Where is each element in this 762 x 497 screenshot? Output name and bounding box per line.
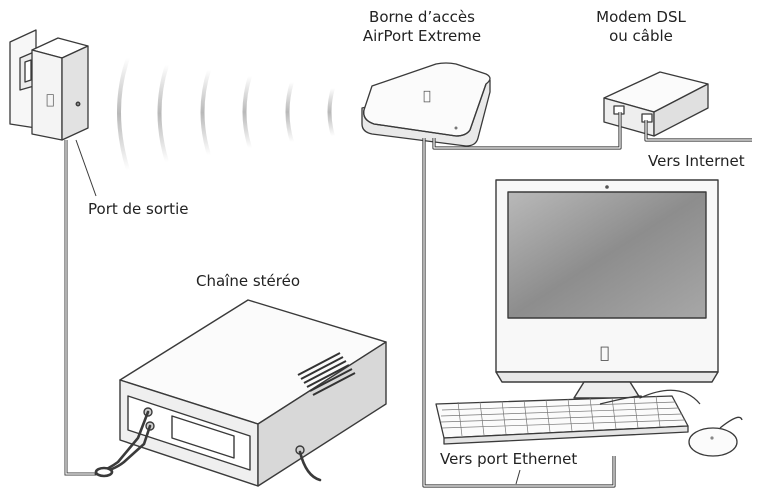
ethernet-port-label: Vers port Ethernet (440, 450, 578, 468)
modem-icon (603, 71, 709, 137)
apple-logo-icon:  (423, 89, 431, 104)
modem-label-line1: Modem DSL (596, 8, 686, 26)
ethernet-cables (422, 112, 752, 488)
wireless-signal-waves (117, 56, 335, 172)
base-station-label-line1: Borne d’accès (369, 8, 475, 26)
stereo-label: Chaîne stéréo (196, 272, 301, 290)
ethernet-leader (515, 469, 521, 485)
airport-express-icon:  (9, 29, 89, 141)
keyboard-icon (435, 389, 701, 445)
apple-logo-icon:  (600, 343, 610, 362)
output-port-leader (75, 139, 97, 197)
apple-logo-icon:  (46, 92, 54, 108)
modem-label: Modem DSL ou câble (586, 8, 696, 46)
stereo-icon (119, 299, 387, 487)
audio-cable-outer (64, 140, 96, 476)
base-station-label-line2: AirPort Extreme (362, 27, 482, 45)
output-port-label: Port de sortie (88, 200, 189, 218)
airport-extreme-icon:  (361, 62, 491, 147)
internet-label: Vers Internet (648, 152, 745, 170)
modem-label-line2: ou câble (609, 27, 673, 45)
imac-icon:  (495, 179, 719, 399)
rca-cable (94, 410, 322, 482)
mouse-icon (688, 416, 743, 457)
base-station-label: Borne d’accès AirPort Extreme (352, 8, 492, 46)
